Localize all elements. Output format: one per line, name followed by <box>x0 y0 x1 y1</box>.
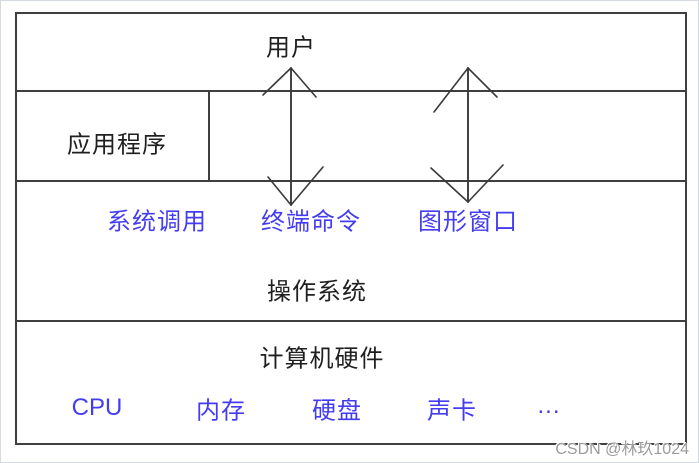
hardware-label-memory: 内存 <box>196 397 246 425</box>
divider-os-hardware <box>15 320 687 322</box>
hardware-label-cpu: CPU <box>71 394 123 421</box>
interface-label-terminal-command: 终端命令 <box>261 208 361 236</box>
interface-label-system-call: 系统调用 <box>107 208 207 236</box>
divider-user-application <box>15 90 687 92</box>
hardware-label-ellipsis: ... <box>537 392 561 419</box>
user-layer-label: 用户 <box>266 34 316 62</box>
watermark: CSDN @林玖1024 <box>555 441 689 458</box>
divider-application-right <box>208 91 210 181</box>
os-layer-label: 操作系统 <box>267 278 367 306</box>
hardware-layer-label: 计算机硬件 <box>259 345 385 373</box>
application-layer-label: 应用程序 <box>67 131 167 159</box>
hardware-label-soundcard: 声卡 <box>427 397 477 425</box>
architecture-box <box>15 12 687 445</box>
interface-label-graphic-window: 图形窗口 <box>418 208 518 236</box>
divider-application-os <box>15 180 687 182</box>
hardware-label-disk: 硬盘 <box>312 397 362 425</box>
